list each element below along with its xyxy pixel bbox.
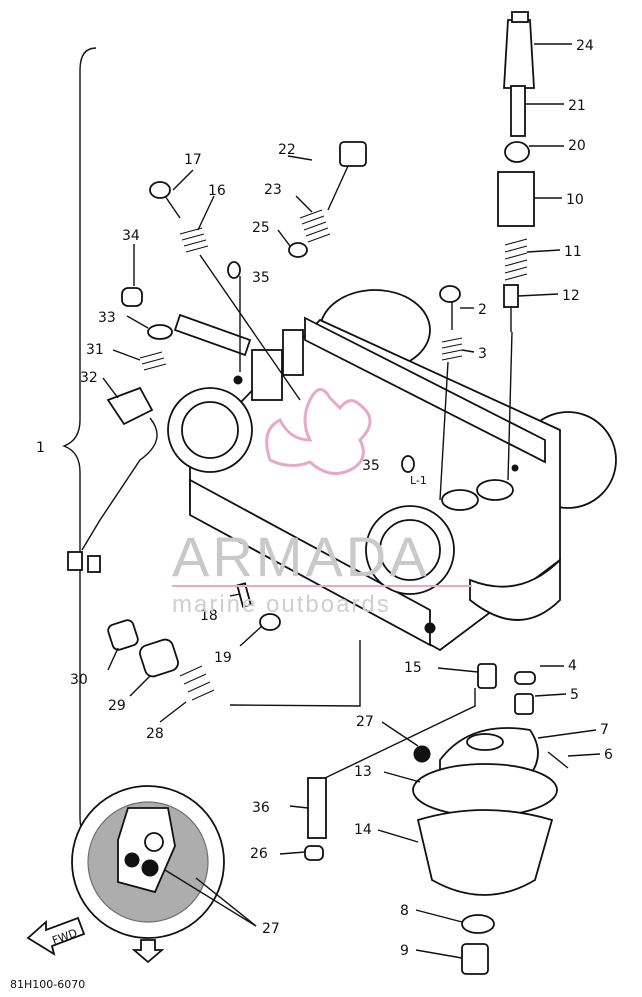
label-part-17: 17 (184, 152, 202, 168)
view-direction-arrow-icon (131, 939, 165, 964)
label-part-19: 19 (214, 650, 232, 666)
label-part-6: 6 (604, 747, 613, 763)
part-12 (503, 284, 519, 308)
part-17 (149, 181, 171, 199)
part-33 (147, 324, 173, 340)
part-18 (236, 582, 252, 608)
part-24 (503, 19, 535, 89)
label-part-27-inset: 27 (262, 921, 280, 937)
label-part-22: 22 (278, 142, 296, 158)
label-part-12: 12 (562, 288, 580, 304)
part-34 (121, 287, 143, 307)
armada-watermark: ARMADA marine outboards (172, 388, 472, 618)
label-part-24: 24 (576, 38, 594, 54)
part-11 (504, 238, 528, 281)
part-4 (514, 671, 536, 685)
part-19 (259, 613, 281, 631)
label-part-7: 7 (600, 722, 609, 738)
label-part-34: 34 (122, 228, 140, 244)
armada-logo-icon (265, 388, 372, 476)
label-part-11: 11 (564, 244, 582, 260)
part-10 (497, 171, 535, 227)
label-part-30: 30 (70, 672, 88, 688)
label-part-2: 2 (478, 302, 487, 318)
part-23 (299, 209, 331, 243)
part-5 (514, 693, 534, 715)
label-part-33: 33 (98, 310, 116, 326)
part-28 (179, 665, 215, 701)
part-9 (461, 943, 489, 975)
label-part-4: 4 (568, 658, 577, 674)
label-part-36: 36 (252, 800, 270, 816)
part-36 (307, 777, 327, 839)
label-part-8: 8 (400, 903, 409, 919)
part-22 (339, 141, 367, 167)
label-part-27: 27 (356, 714, 374, 730)
label-part-25: 25 (252, 220, 270, 236)
label-part-15: 15 (404, 660, 422, 676)
label-part-28: 28 (146, 726, 164, 742)
label-part-13: 13 (354, 764, 372, 780)
oring-35-lower (401, 455, 415, 473)
part-26 (304, 845, 324, 861)
part-2 (439, 285, 461, 303)
label-part-10: 10 (566, 192, 584, 208)
part-20 (504, 141, 530, 163)
label-part-20: 20 (568, 138, 586, 154)
watermark-subtitle: marine outboards (172, 591, 391, 618)
label-part-26: 26 (250, 846, 268, 862)
part-8 (461, 914, 495, 934)
part-21 (510, 85, 526, 137)
leader-lines (102, 43, 601, 959)
label-part-35-lower: 35 (362, 458, 380, 474)
oring-35-upper (227, 261, 241, 279)
part-32 (106, 386, 154, 426)
part-16 (179, 227, 209, 253)
part-31 (139, 351, 167, 371)
label-part-5: 5 (570, 687, 579, 703)
part-30 (107, 619, 139, 651)
part-25 (288, 242, 308, 258)
part-6 (547, 751, 569, 769)
label-part-9: 9 (400, 943, 409, 959)
label-part-31: 31 (86, 342, 104, 358)
label-part-23: 23 (264, 182, 282, 198)
label-part-35-upper: 35 (252, 270, 270, 286)
group-label: 1 (36, 440, 45, 456)
part-27-jet (413, 745, 431, 763)
fwd-arrow: FWD (26, 916, 86, 956)
label-part-32: 32 (80, 370, 98, 386)
part-labels: 2 3 4 5 6 7 8 9 10 11 12 13 14 15 16 17 … (70, 38, 613, 959)
label-part-16: 16 (208, 183, 226, 199)
label-part-21: 21 (568, 98, 586, 114)
l-marker: L-1 (410, 474, 427, 487)
part-3 (441, 337, 463, 361)
part-13 (412, 763, 558, 817)
label-part-18: 18 (200, 608, 218, 624)
catalog-code: 81H100-6070 (10, 978, 85, 991)
part-14 (416, 809, 554, 896)
part-15 (477, 663, 497, 689)
carburetor-body (167, 289, 617, 652)
fuel-hose (81, 417, 158, 551)
group-bracket (62, 47, 97, 841)
label-part-3: 3 (478, 346, 487, 362)
watermark-title: ARMADA (172, 525, 430, 588)
label-part-14: 14 (354, 822, 372, 838)
label-part-29: 29 (108, 698, 126, 714)
part-29 (139, 638, 179, 678)
